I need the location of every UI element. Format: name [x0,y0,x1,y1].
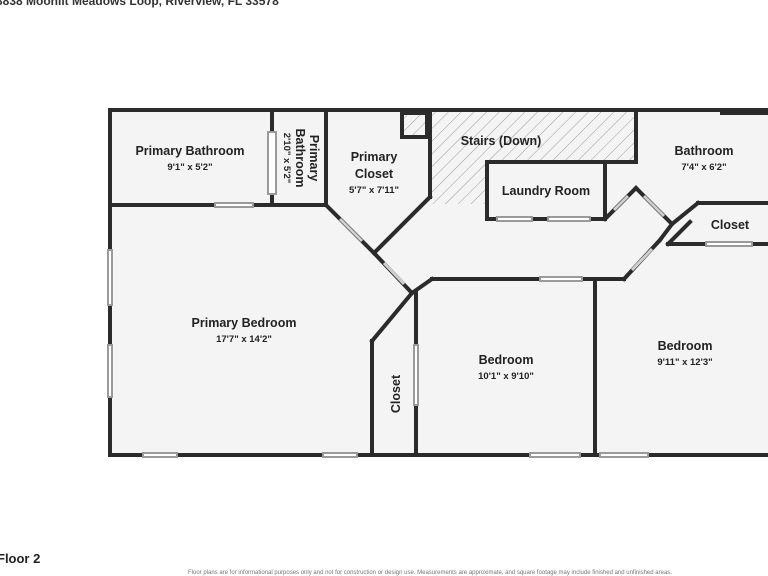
primary-bathroom-small-name-2: Bathroom [293,128,307,187]
property-address: 3838 Moonlit Meadows Loop, Riverview, FL… [0,0,279,8]
door-openings [338,194,666,286]
primary-bathroom-dims: 9'1" x 5'2" [167,162,212,173]
closet-left-name: Closet [389,374,403,413]
closet-right-name: Closet [711,218,750,232]
bathroom-dims: 7'4" x 6'2" [681,162,726,173]
primary-bathroom-small-name-1: Primary [307,135,321,182]
primary-bedroom-dims: 17'7" x 14'2" [216,334,272,345]
room-labels: Primary Bathroom 9'1" x 5'2" Primary Bat… [135,128,749,413]
primary-closet-name-2: Closet [355,167,394,181]
floor-label: Floor 2 [0,551,41,566]
bedroom-right-name: Bedroom [658,339,713,353]
bathroom-name: Bathroom [674,144,733,158]
primary-bathroom-name: Primary Bathroom [135,144,244,158]
stairs-name: Stairs (Down) [461,134,542,148]
primary-closet-name-1: Primary [351,150,398,164]
stairs-hatch [431,112,636,160]
primary-bathroom-small-dims: 2'10" x 5'2" [281,133,292,184]
stairs-hatch-lower [431,160,487,204]
disclaimer: Floor plans are for informational purpos… [188,570,672,576]
primary-bedroom-name: Primary Bedroom [192,316,297,330]
windows [107,131,753,458]
bedroom-right-dims: 9'11" x 12'3" [657,357,712,368]
stair-landing-box [400,111,429,139]
bedroom-middle-name: Bedroom [479,353,534,367]
laundry-name: Laundry Room [502,184,590,198]
bedroom-middle-dims: 10'1" x 9'10" [478,371,534,382]
primary-closet-dims: 5'7" x 7'11" [349,185,399,196]
